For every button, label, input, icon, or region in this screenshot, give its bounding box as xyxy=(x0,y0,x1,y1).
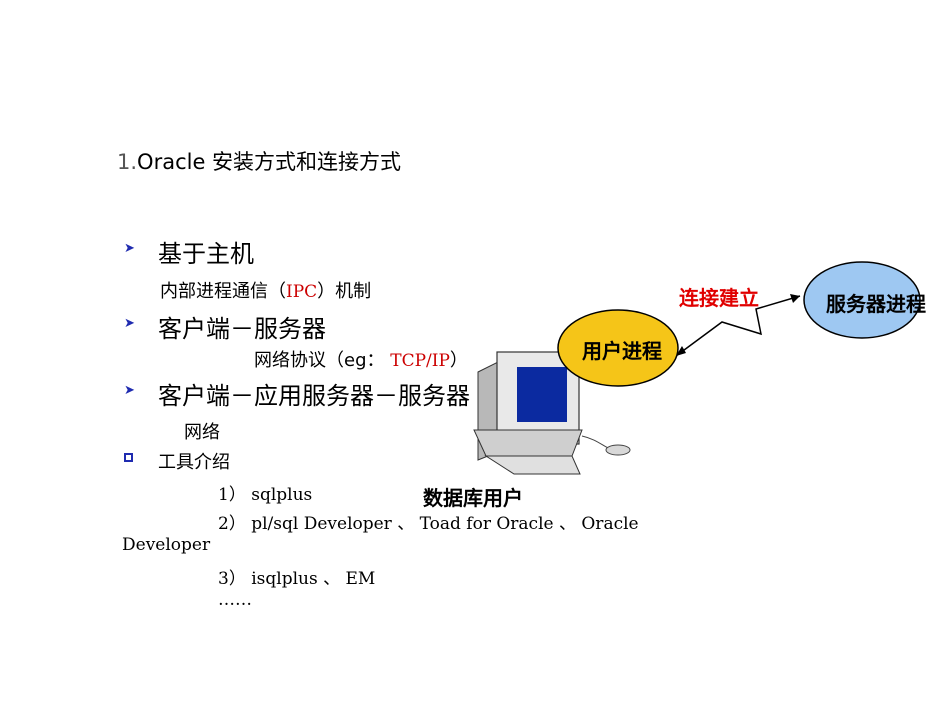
sub-text: 内部进程通信（ xyxy=(160,281,286,302)
item-sub-network: 网络 xyxy=(184,422,220,443)
db-user-label: 数据库用户 xyxy=(423,486,523,510)
server-process-label: 服务器进程 xyxy=(826,292,926,316)
arrow-bullet-icon: ➤ xyxy=(124,316,135,331)
item-sub-host: 内部进程通信（IPC）机制 xyxy=(160,277,371,303)
tools-line-1: 1） sqlplus xyxy=(218,485,313,505)
tools-line-3: 3） isqlplus 、 EM xyxy=(218,569,376,589)
item-sub-client-server: 网络协议（eg： TCP/IP） xyxy=(254,346,468,372)
sub-end-text: ）机制 xyxy=(317,281,372,302)
proto-text: TCP/IP xyxy=(390,351,450,371)
arrow-bullet-icon: ➤ xyxy=(124,383,135,398)
tools-heading: 工具介绍 xyxy=(158,452,230,473)
tools-line-2: 2） pl/sql Developer 、 Toad for Oracle 、 … xyxy=(218,514,639,534)
item-heading-three-tier: 客户端－应用服务器－服务器 xyxy=(158,382,470,410)
server-process-ellipse xyxy=(803,261,921,339)
square-bullet-icon xyxy=(124,453,133,462)
item-heading-host: 基于主机 xyxy=(158,240,254,268)
item-heading-client-server: 客户端－服务器 xyxy=(158,315,326,343)
user-process-ellipse xyxy=(557,309,679,387)
sub-text: 网络协议（eg： xyxy=(254,350,391,371)
title-number: 1. xyxy=(117,150,138,174)
title-text: Oracle 安装方式和连接方式 xyxy=(137,150,402,174)
tools-line-2-cont: Developer xyxy=(122,535,211,555)
arrow-bullet-icon: ➤ xyxy=(124,241,135,256)
tools-ellipsis: …… xyxy=(218,590,252,610)
sub-end-text: ） xyxy=(449,350,468,371)
slide-title: 1.Oracle 安装方式和连接方式 xyxy=(117,146,401,176)
user-process-label: 用户进程 xyxy=(582,339,662,363)
connect-label: 连接建立 xyxy=(679,286,759,310)
computer-icon xyxy=(473,351,631,475)
connection-line xyxy=(675,295,801,357)
ipc-text: IPC xyxy=(286,282,318,302)
